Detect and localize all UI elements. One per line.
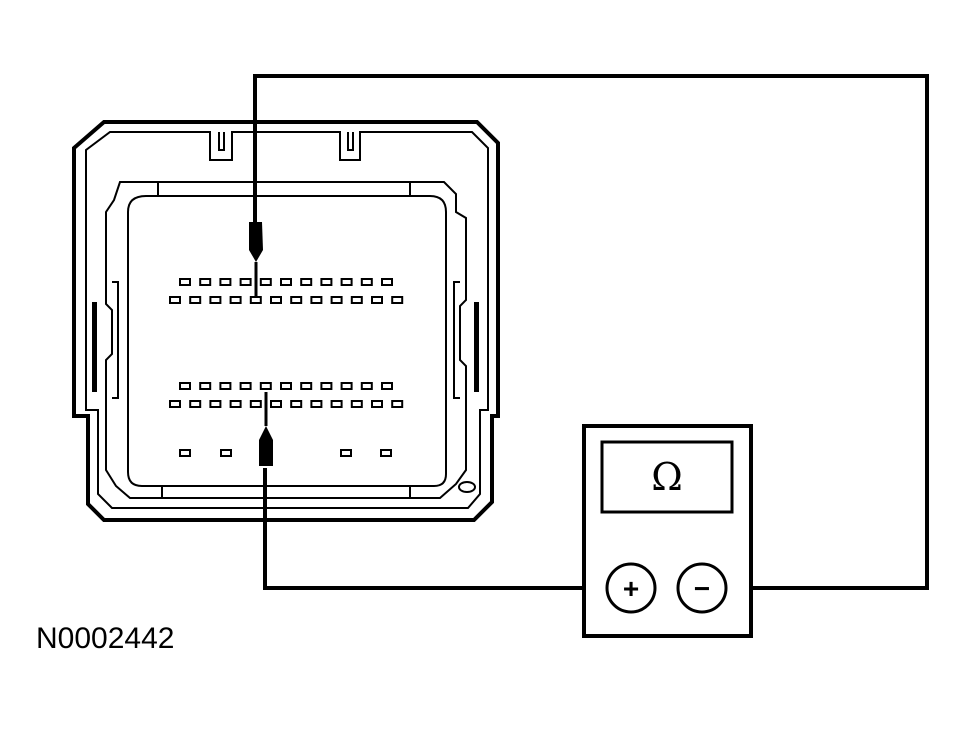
test-leads bbox=[253, 74, 929, 590]
connector-pin bbox=[320, 382, 333, 390]
connector-pin bbox=[280, 278, 292, 286]
test-probe-lower bbox=[259, 392, 273, 466]
connector-inner-outline bbox=[85, 131, 489, 509]
connector-pin bbox=[320, 278, 333, 286]
connector-pin bbox=[330, 296, 343, 304]
connector-pin bbox=[310, 400, 323, 408]
test-probe-upper bbox=[249, 222, 263, 298]
connector-pin bbox=[350, 400, 363, 408]
connector-pin bbox=[360, 382, 373, 390]
connector-pin bbox=[169, 400, 181, 408]
positive-terminal bbox=[605, 562, 657, 614]
connector-pin bbox=[239, 278, 252, 286]
lead-wire-negative bbox=[253, 74, 929, 590]
connector-pin bbox=[229, 400, 242, 408]
connector-pin bbox=[381, 382, 393, 390]
side-rib-right bbox=[453, 281, 460, 399]
connector-pin bbox=[290, 296, 303, 304]
connector-pin bbox=[189, 400, 202, 408]
connector-cavity-frame bbox=[105, 181, 467, 499]
connector-pin bbox=[259, 382, 272, 390]
connector-pin bbox=[391, 296, 404, 304]
side-rib-left bbox=[112, 281, 119, 399]
connector-pin bbox=[189, 296, 202, 304]
connector-outer-outline bbox=[72, 120, 500, 522]
connector-pin bbox=[249, 400, 262, 408]
connector-pin bbox=[239, 382, 252, 390]
negative-terminal bbox=[676, 562, 728, 614]
connector-pin bbox=[300, 382, 313, 390]
connector-pin bbox=[179, 449, 191, 457]
connector-pin bbox=[199, 382, 212, 390]
ohmmeter-display bbox=[600, 440, 734, 514]
connector-pin bbox=[199, 278, 212, 286]
connector-pin bbox=[259, 278, 272, 286]
connector-pin bbox=[300, 278, 313, 286]
connector-pin bbox=[179, 278, 191, 286]
connector-pin bbox=[219, 382, 232, 390]
connector-pin bbox=[229, 296, 242, 304]
connector-housing bbox=[72, 120, 500, 522]
negative-terminal-label: − bbox=[694, 573, 710, 604]
connector-pin bbox=[310, 296, 323, 304]
connector-pin-array bbox=[169, 278, 404, 457]
positive-terminal-label: + bbox=[623, 573, 639, 604]
test-probe-icon bbox=[259, 426, 273, 466]
key-slot bbox=[458, 481, 476, 493]
connector-pin bbox=[371, 296, 383, 304]
connector-pin bbox=[209, 400, 222, 408]
ohm-symbol: Ω bbox=[651, 455, 683, 499]
connector-pin bbox=[179, 382, 191, 390]
connector-pin bbox=[371, 400, 383, 408]
connector-pin bbox=[340, 449, 352, 457]
latch-notch-right bbox=[347, 132, 354, 151]
connector-pin bbox=[270, 400, 282, 408]
connector-pin bbox=[209, 296, 222, 304]
connector-pin bbox=[219, 278, 232, 286]
connector-pin bbox=[169, 296, 181, 304]
connector-pin bbox=[330, 400, 343, 408]
connector-pin bbox=[350, 296, 363, 304]
side-lock-bar-right bbox=[474, 302, 479, 392]
connector-pin bbox=[220, 449, 232, 457]
connector-pin bbox=[380, 449, 392, 457]
connector-pin bbox=[290, 400, 303, 408]
latch-notch-left bbox=[218, 132, 225, 151]
connector-pin bbox=[340, 382, 353, 390]
connector-pin bbox=[360, 278, 373, 286]
figure-reference-id: N0002442 bbox=[36, 622, 175, 655]
connector-pin bbox=[391, 400, 404, 408]
connector-pin bbox=[280, 382, 292, 390]
connector-pin bbox=[270, 296, 282, 304]
connector-cavity-face bbox=[127, 195, 447, 487]
test-probe-icon bbox=[249, 222, 263, 262]
lead-wire-positive bbox=[263, 468, 608, 590]
side-lock-bar-left bbox=[92, 302, 97, 392]
connector-pin bbox=[381, 278, 393, 286]
ohmmeter: Ω + − bbox=[582, 424, 753, 638]
connector-pin bbox=[340, 278, 353, 286]
